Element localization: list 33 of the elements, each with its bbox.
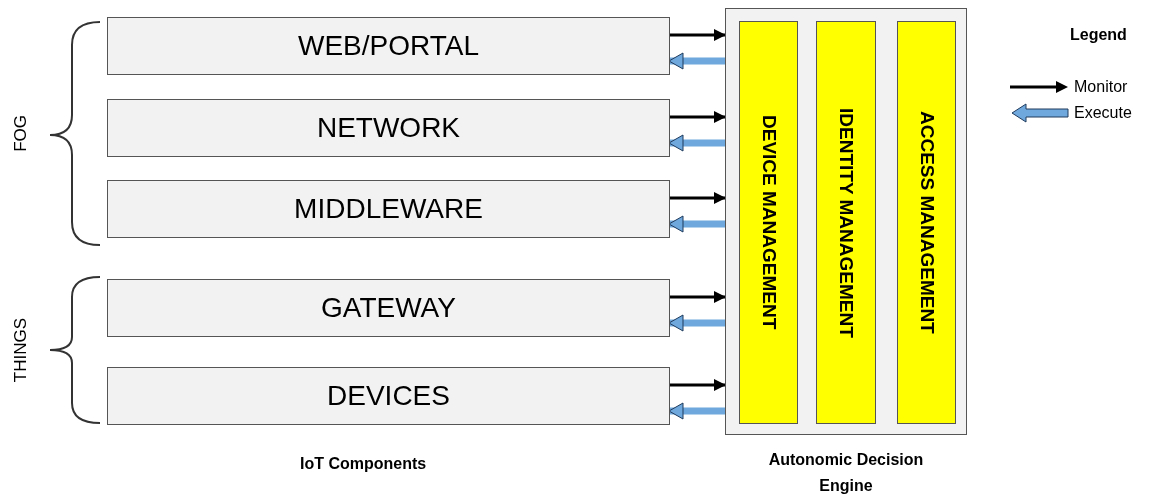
arrow — [668, 215, 725, 233]
arrow — [668, 52, 725, 70]
component-box — [107, 367, 670, 425]
component-box — [107, 180, 670, 238]
arrow — [668, 402, 725, 420]
component-label: WEB/PORTAL — [298, 29, 479, 63]
module-label: ACCESS MANAGEMENT — [915, 111, 939, 334]
component-label: NETWORK — [316, 111, 461, 145]
group-label: THINGS — [10, 318, 31, 383]
component-box — [107, 17, 670, 75]
component-label: GATEWAY — [321, 291, 456, 325]
module-label: DEVICE MANAGEMENT — [757, 115, 781, 330]
module-column — [739, 21, 798, 424]
heading: IoT Components — [300, 454, 427, 474]
heading: Legend — [1070, 25, 1127, 45]
arrow — [670, 291, 726, 303]
component-box — [107, 99, 670, 157]
module-column — [816, 21, 876, 424]
arrow — [668, 134, 725, 152]
component-label: MIDDLEWARE — [294, 192, 483, 226]
module-label: IDENTITY MANAGEMENT — [835, 107, 859, 338]
component-box — [107, 279, 670, 337]
engine-caption: Autonomic Decision Engine — [767, 450, 925, 496]
module-column — [897, 21, 956, 424]
arrow — [670, 111, 726, 123]
legend-label: Monitor — [1074, 77, 1128, 97]
group-label: FOG — [10, 115, 31, 152]
legend-label: Execute — [1074, 103, 1132, 123]
component-label: DEVICES — [327, 379, 450, 413]
arrow — [670, 192, 726, 204]
arrow — [670, 29, 726, 41]
arrow — [670, 379, 726, 391]
arrow — [668, 314, 725, 332]
